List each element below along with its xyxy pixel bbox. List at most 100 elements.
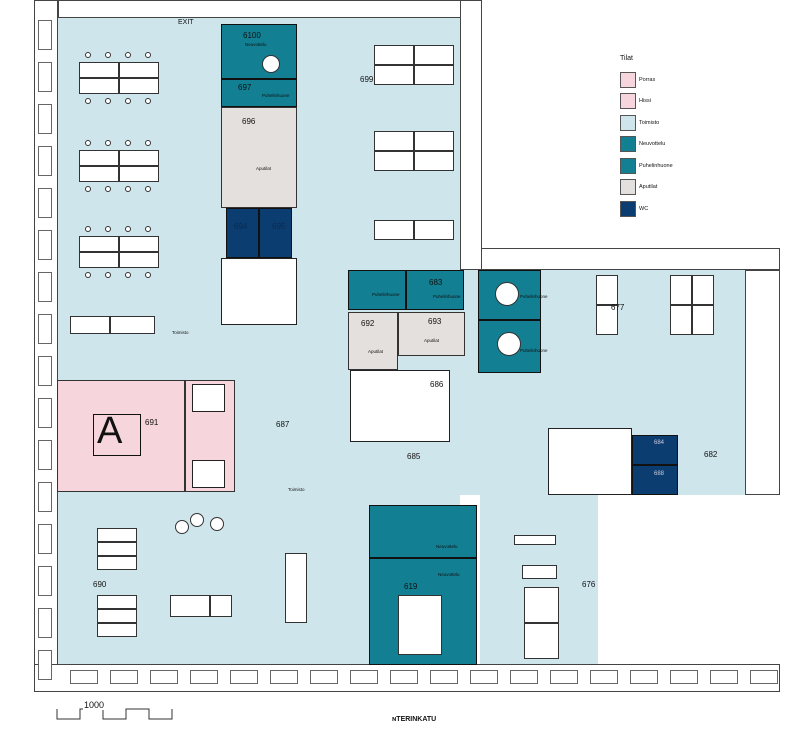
desk bbox=[119, 62, 159, 78]
wall-top bbox=[58, 0, 478, 18]
window bbox=[190, 670, 218, 684]
desk bbox=[79, 78, 119, 94]
desk bbox=[97, 595, 137, 609]
legend-swatch bbox=[620, 157, 636, 174]
room-692[interactable] bbox=[348, 312, 398, 370]
room-type-6100: Neuvottelu bbox=[245, 42, 267, 47]
desk bbox=[374, 131, 414, 151]
desk bbox=[119, 150, 159, 166]
room-label-699: 699 bbox=[360, 75, 374, 84]
room-label-695: 695 bbox=[272, 222, 286, 231]
chair bbox=[85, 272, 91, 278]
desk bbox=[522, 565, 557, 579]
chair bbox=[125, 140, 131, 146]
room-6100[interactable] bbox=[221, 24, 297, 79]
desk bbox=[119, 252, 159, 268]
window bbox=[38, 272, 52, 302]
room-label-691: 691 bbox=[145, 418, 159, 427]
legend-item: Toimisto bbox=[620, 112, 730, 134]
room-label-690: 690 bbox=[93, 580, 107, 589]
exit-label: EXIT bbox=[178, 19, 194, 26]
desk bbox=[374, 45, 414, 65]
chair bbox=[85, 98, 91, 104]
desk bbox=[524, 587, 559, 623]
lounge-chair bbox=[190, 513, 204, 527]
chair bbox=[85, 226, 91, 232]
room-label-687: 687 bbox=[276, 420, 290, 429]
stair-core-east bbox=[548, 428, 632, 495]
window bbox=[38, 314, 52, 344]
chair bbox=[85, 186, 91, 192]
legend-label: Hissi bbox=[639, 98, 651, 105]
room-type-683: Puhelinhuone bbox=[433, 294, 461, 299]
room-684[interactable] bbox=[632, 435, 678, 465]
legend-label: WC bbox=[639, 205, 649, 212]
desk bbox=[670, 305, 692, 335]
window bbox=[590, 670, 618, 684]
desk bbox=[79, 62, 119, 78]
round-table bbox=[497, 332, 521, 356]
room-688[interactable] bbox=[632, 465, 678, 495]
window bbox=[270, 670, 298, 684]
street-label: ɴTERINKATU bbox=[392, 716, 437, 723]
room-694[interactable] bbox=[226, 208, 259, 258]
chair bbox=[125, 186, 131, 192]
window bbox=[390, 670, 418, 684]
chair bbox=[105, 272, 111, 278]
corridor-label-2: Toimisto bbox=[288, 487, 305, 492]
chair bbox=[145, 186, 151, 192]
desk bbox=[414, 131, 454, 151]
desk bbox=[596, 275, 618, 305]
legend-item: Aputilat bbox=[620, 177, 730, 199]
room-label-677: 677 bbox=[611, 303, 625, 312]
room-type-neuvottelu-south: Neuvottelu bbox=[436, 544, 458, 549]
desk bbox=[110, 316, 155, 334]
chair bbox=[105, 52, 111, 58]
legend-swatch bbox=[620, 179, 636, 196]
round-table bbox=[262, 55, 280, 73]
desk bbox=[97, 623, 137, 637]
room-label-692: 692 bbox=[361, 319, 375, 328]
room-683[interactable] bbox=[406, 270, 464, 310]
desk bbox=[79, 166, 119, 182]
room-693[interactable] bbox=[398, 312, 465, 356]
room-696[interactable] bbox=[221, 107, 297, 208]
window bbox=[150, 670, 178, 684]
chair bbox=[125, 52, 131, 58]
open-area-right bbox=[598, 495, 780, 664]
room-label-684: 684 bbox=[654, 440, 665, 446]
lounge-chair bbox=[175, 520, 189, 534]
desk bbox=[119, 78, 159, 94]
room-type-phone-a: Puhelinhuone bbox=[372, 292, 400, 297]
stair-letter: A bbox=[97, 410, 123, 452]
wall-right-wing-top bbox=[482, 248, 780, 270]
window bbox=[38, 608, 52, 638]
desk bbox=[97, 609, 137, 623]
desk bbox=[414, 45, 454, 65]
chair bbox=[85, 140, 91, 146]
chair bbox=[105, 98, 111, 104]
lounge-chair bbox=[210, 517, 224, 531]
desk bbox=[514, 535, 556, 545]
room-neuvottelu-south[interactable] bbox=[369, 505, 477, 558]
desk bbox=[170, 595, 210, 617]
legend-swatch bbox=[620, 114, 636, 131]
chair bbox=[145, 98, 151, 104]
room-label-696: 696 bbox=[242, 117, 256, 126]
room-697[interactable] bbox=[221, 79, 297, 107]
window bbox=[38, 62, 52, 92]
legend-item: Hissi bbox=[620, 91, 730, 113]
room-695[interactable] bbox=[259, 208, 292, 258]
window bbox=[550, 670, 578, 684]
window bbox=[38, 104, 52, 134]
desk bbox=[119, 166, 159, 182]
window bbox=[38, 20, 52, 50]
chair bbox=[105, 226, 111, 232]
desk bbox=[374, 151, 414, 171]
elevator-1 bbox=[192, 384, 225, 412]
room-phone-a[interactable] bbox=[348, 270, 406, 310]
window bbox=[350, 670, 378, 684]
room-label-682: 682 bbox=[704, 450, 718, 459]
room-label-6100: 6100 bbox=[243, 31, 261, 40]
room-type-phone-c: Puhelinhuone bbox=[520, 348, 548, 353]
